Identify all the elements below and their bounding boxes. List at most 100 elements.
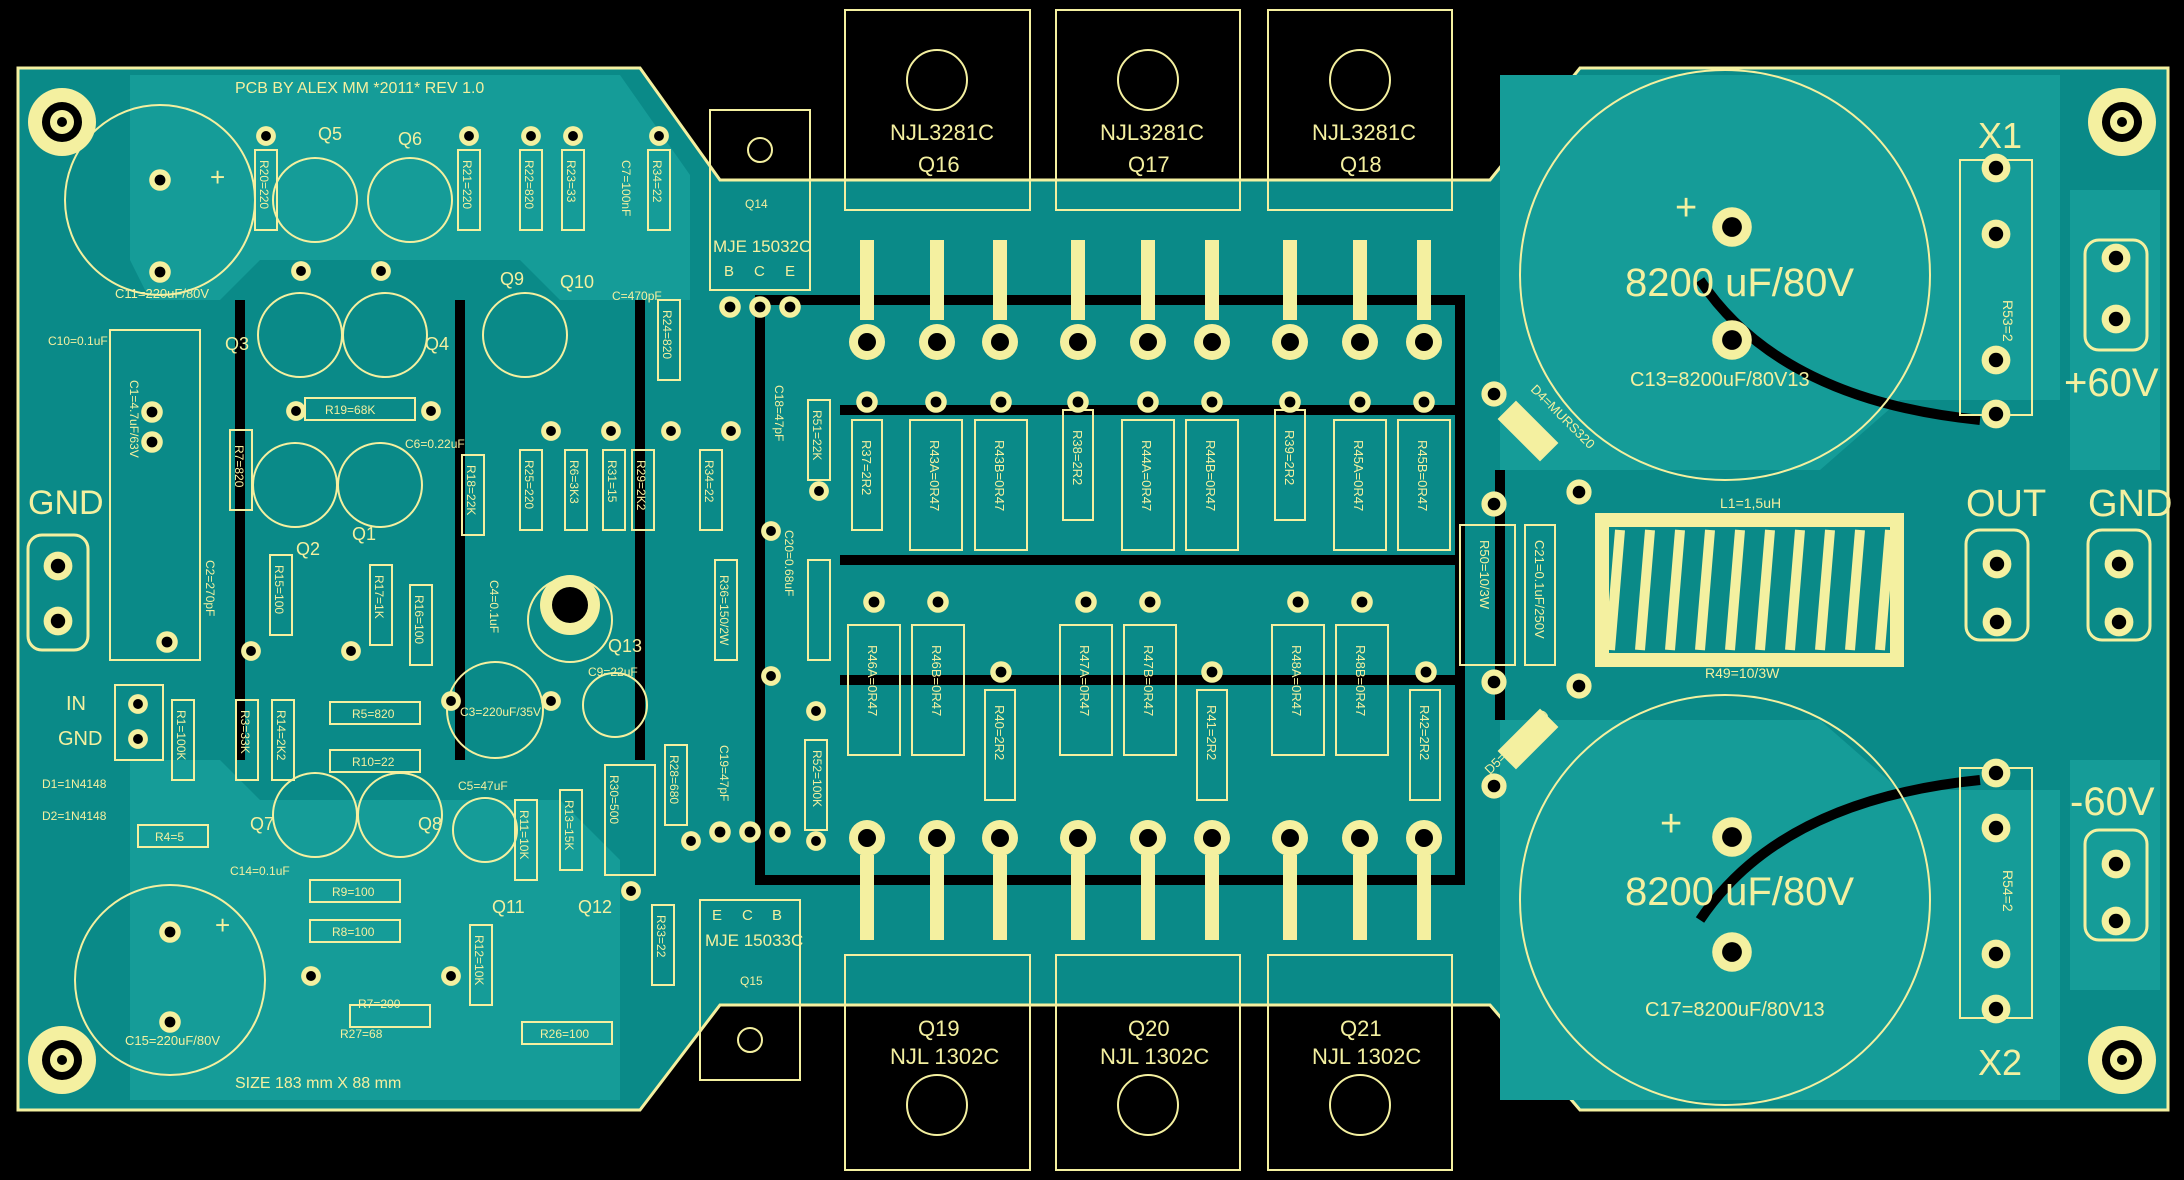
q7-label: Q7 bbox=[250, 814, 274, 834]
d2-label: D2=1N4148 bbox=[42, 809, 107, 823]
r12-label: R12=10K bbox=[472, 935, 486, 985]
r49-label: R49=10/3W bbox=[1705, 665, 1780, 681]
q11-label: Q11 bbox=[492, 897, 525, 917]
r16-label: R16=100 bbox=[412, 595, 426, 644]
r34a-label: R34=22 bbox=[650, 160, 664, 203]
q18-part: NJL3281C bbox=[1312, 120, 1416, 145]
r23-label: R23=33 bbox=[564, 160, 578, 203]
r36-label: R36=150/2W bbox=[717, 575, 731, 646]
q16-part: NJL3281C bbox=[890, 120, 994, 145]
r18-label: R18=22K bbox=[464, 465, 478, 515]
q18-transistor: NJL3281C Q18 bbox=[1267, 9, 1453, 320]
r7-label: R7=820 bbox=[232, 445, 246, 488]
q15-ref: Q15 bbox=[740, 974, 763, 988]
q10-label: Q10 bbox=[560, 272, 594, 292]
c14-label: C14=0.1uF bbox=[230, 864, 290, 878]
c18-label: C18=47pF bbox=[772, 385, 786, 441]
minus60-label: -60V bbox=[2070, 780, 2155, 824]
r13-label: R13=15K bbox=[562, 800, 576, 850]
svg-text:+: + bbox=[215, 910, 230, 940]
connector-x2: R54=2 X2 bbox=[1959, 758, 2033, 1083]
r26-label: R26=100 bbox=[540, 1027, 589, 1041]
r31-label: R31=15 bbox=[605, 460, 619, 503]
r44b-label: R44B=0R47 bbox=[1203, 440, 1218, 511]
inductor-l1: L1=1,5uH R49=10/3W bbox=[1595, 495, 1904, 681]
size-note: SIZE 183 mm X 88 mm bbox=[235, 1075, 401, 1092]
emitter-labels-top: R37=2R2 R43A=0R47 R43B=0R47 R38=2R2 R44A… bbox=[859, 430, 1430, 511]
q5-label: Q5 bbox=[318, 124, 342, 144]
r24-label: R24=820 bbox=[660, 310, 674, 359]
q13-label: Q13 bbox=[608, 636, 642, 656]
q15-part: MJE 15033C bbox=[705, 931, 803, 950]
r46a-label: R46A=0R47 bbox=[865, 645, 880, 716]
gnd-left-label: GND bbox=[28, 484, 104, 522]
c11-label: C11=220uF/80V bbox=[115, 286, 209, 301]
q2-label: Q2 bbox=[296, 539, 320, 559]
q1-label: Q1 bbox=[352, 524, 376, 544]
r28-label: R28=680 bbox=[667, 755, 681, 804]
power-top-row: NJL3281C Q16 NJL3281C Q17 NJL3281C Q18 bbox=[844, 9, 1453, 320]
q19-part: NJL 1302C bbox=[890, 1044, 999, 1069]
r3-label: R3=33K bbox=[238, 710, 252, 754]
r1-label: R1=100K bbox=[174, 710, 188, 760]
gnd-right-label: GND bbox=[2088, 483, 2172, 525]
r47a-label: R47A=0R47 bbox=[1077, 645, 1092, 716]
r29-label: R29=2K2 bbox=[634, 460, 648, 511]
driver-q14: Q14 MJE 15032C B C E bbox=[709, 109, 811, 318]
q12-label: Q12 bbox=[578, 897, 612, 917]
c6-label: C6=0.22uF bbox=[405, 437, 465, 451]
c8-label: C=470pF bbox=[612, 289, 662, 303]
r52-label: R52=100K bbox=[810, 750, 824, 807]
r27-label: R27=68 bbox=[340, 1027, 383, 1041]
plus60-label: +60V bbox=[2064, 361, 2159, 405]
r42-label: R42=2R2 bbox=[1417, 705, 1432, 760]
q16-transistor: NJL3281C Q16 bbox=[844, 9, 1031, 320]
small-transistor-labels: Q1 Q2 Q3 Q4 Q5 Q6 Q7 Q8 Q9 Q10 Q11 Q12 Q… bbox=[225, 124, 642, 917]
terminal-out: OUT bbox=[1964, 483, 2046, 642]
r14-label: R14=2K2 bbox=[274, 710, 288, 761]
q14-part: MJE 15032C bbox=[713, 237, 811, 256]
c19-label: C19=47pF bbox=[717, 745, 731, 801]
q19-ref: Q19 bbox=[918, 1016, 960, 1041]
c5-label: C5=47uF bbox=[458, 779, 508, 793]
in-label: IN bbox=[66, 693, 86, 715]
r9-label: R9=100 bbox=[332, 885, 375, 899]
power-bottom-row: Q19 NJL 1302C Q20 NJL 1302C Q21 NJL 1302… bbox=[844, 855, 1453, 1171]
r30-label: R30=500 bbox=[607, 775, 621, 824]
in-gnd-label: GND bbox=[58, 728, 102, 750]
r46b-label: R46B=0R47 bbox=[929, 645, 944, 716]
emitter-resistors-top bbox=[851, 409, 1451, 551]
inductor-label: L1=1,5uH bbox=[1720, 495, 1781, 511]
c17-ref: C17=8200uF/80V13 bbox=[1645, 999, 1825, 1021]
small-cap-labels: C3=220uF/35V C9=22uF C5=47uF C4=0.1uF C6… bbox=[405, 160, 796, 863]
r4-label: R4=5 bbox=[155, 830, 184, 844]
c15-label: C15=220uF/80V bbox=[125, 1033, 220, 1048]
r19-label: R19=68K bbox=[325, 403, 375, 417]
c13-plus: + bbox=[1675, 187, 1697, 229]
svg-text:+: + bbox=[210, 162, 225, 192]
small-resistor-bodies bbox=[137, 149, 831, 1045]
q21-transistor: Q21 NJL 1302C bbox=[1267, 855, 1453, 1171]
r48b-label: R48B=0R47 bbox=[1353, 645, 1368, 716]
c21-label: C21=0.1uF/250V bbox=[1532, 540, 1547, 639]
c2-label: C2=270pF bbox=[203, 560, 217, 616]
r25-label: R25=220 bbox=[522, 460, 536, 509]
q15-pin-b: B bbox=[772, 907, 782, 924]
terminal-minus60: -60V bbox=[2070, 780, 2155, 942]
d1-label: D1=1N4148 bbox=[42, 777, 107, 791]
q20-part: NJL 1302C bbox=[1100, 1044, 1209, 1069]
q21-ref: Q21 bbox=[1340, 1016, 1382, 1041]
q17-part: NJL3281C bbox=[1100, 120, 1204, 145]
c7-label: C7=100nF bbox=[619, 160, 633, 216]
c20-label: C20=0.68uF bbox=[782, 530, 796, 596]
r39-label: R39=2R2 bbox=[1282, 430, 1297, 485]
q3-label: Q3 bbox=[225, 334, 249, 354]
r22-label: R22=820 bbox=[522, 160, 536, 209]
q17-ref: Q17 bbox=[1128, 152, 1170, 177]
r50-c21: R50=10/3W C21=0.1uF/250V bbox=[1459, 491, 1556, 695]
terminal-in: IN GND D1=1N4148 D2=1N4148 C14=0.1uF bbox=[42, 684, 290, 878]
r10-label: R10=22 bbox=[352, 755, 395, 769]
r34b-label: R34=22 bbox=[702, 460, 716, 503]
q20-ref: Q20 bbox=[1128, 1016, 1170, 1041]
r54-label: R54=2 bbox=[2000, 870, 2016, 912]
